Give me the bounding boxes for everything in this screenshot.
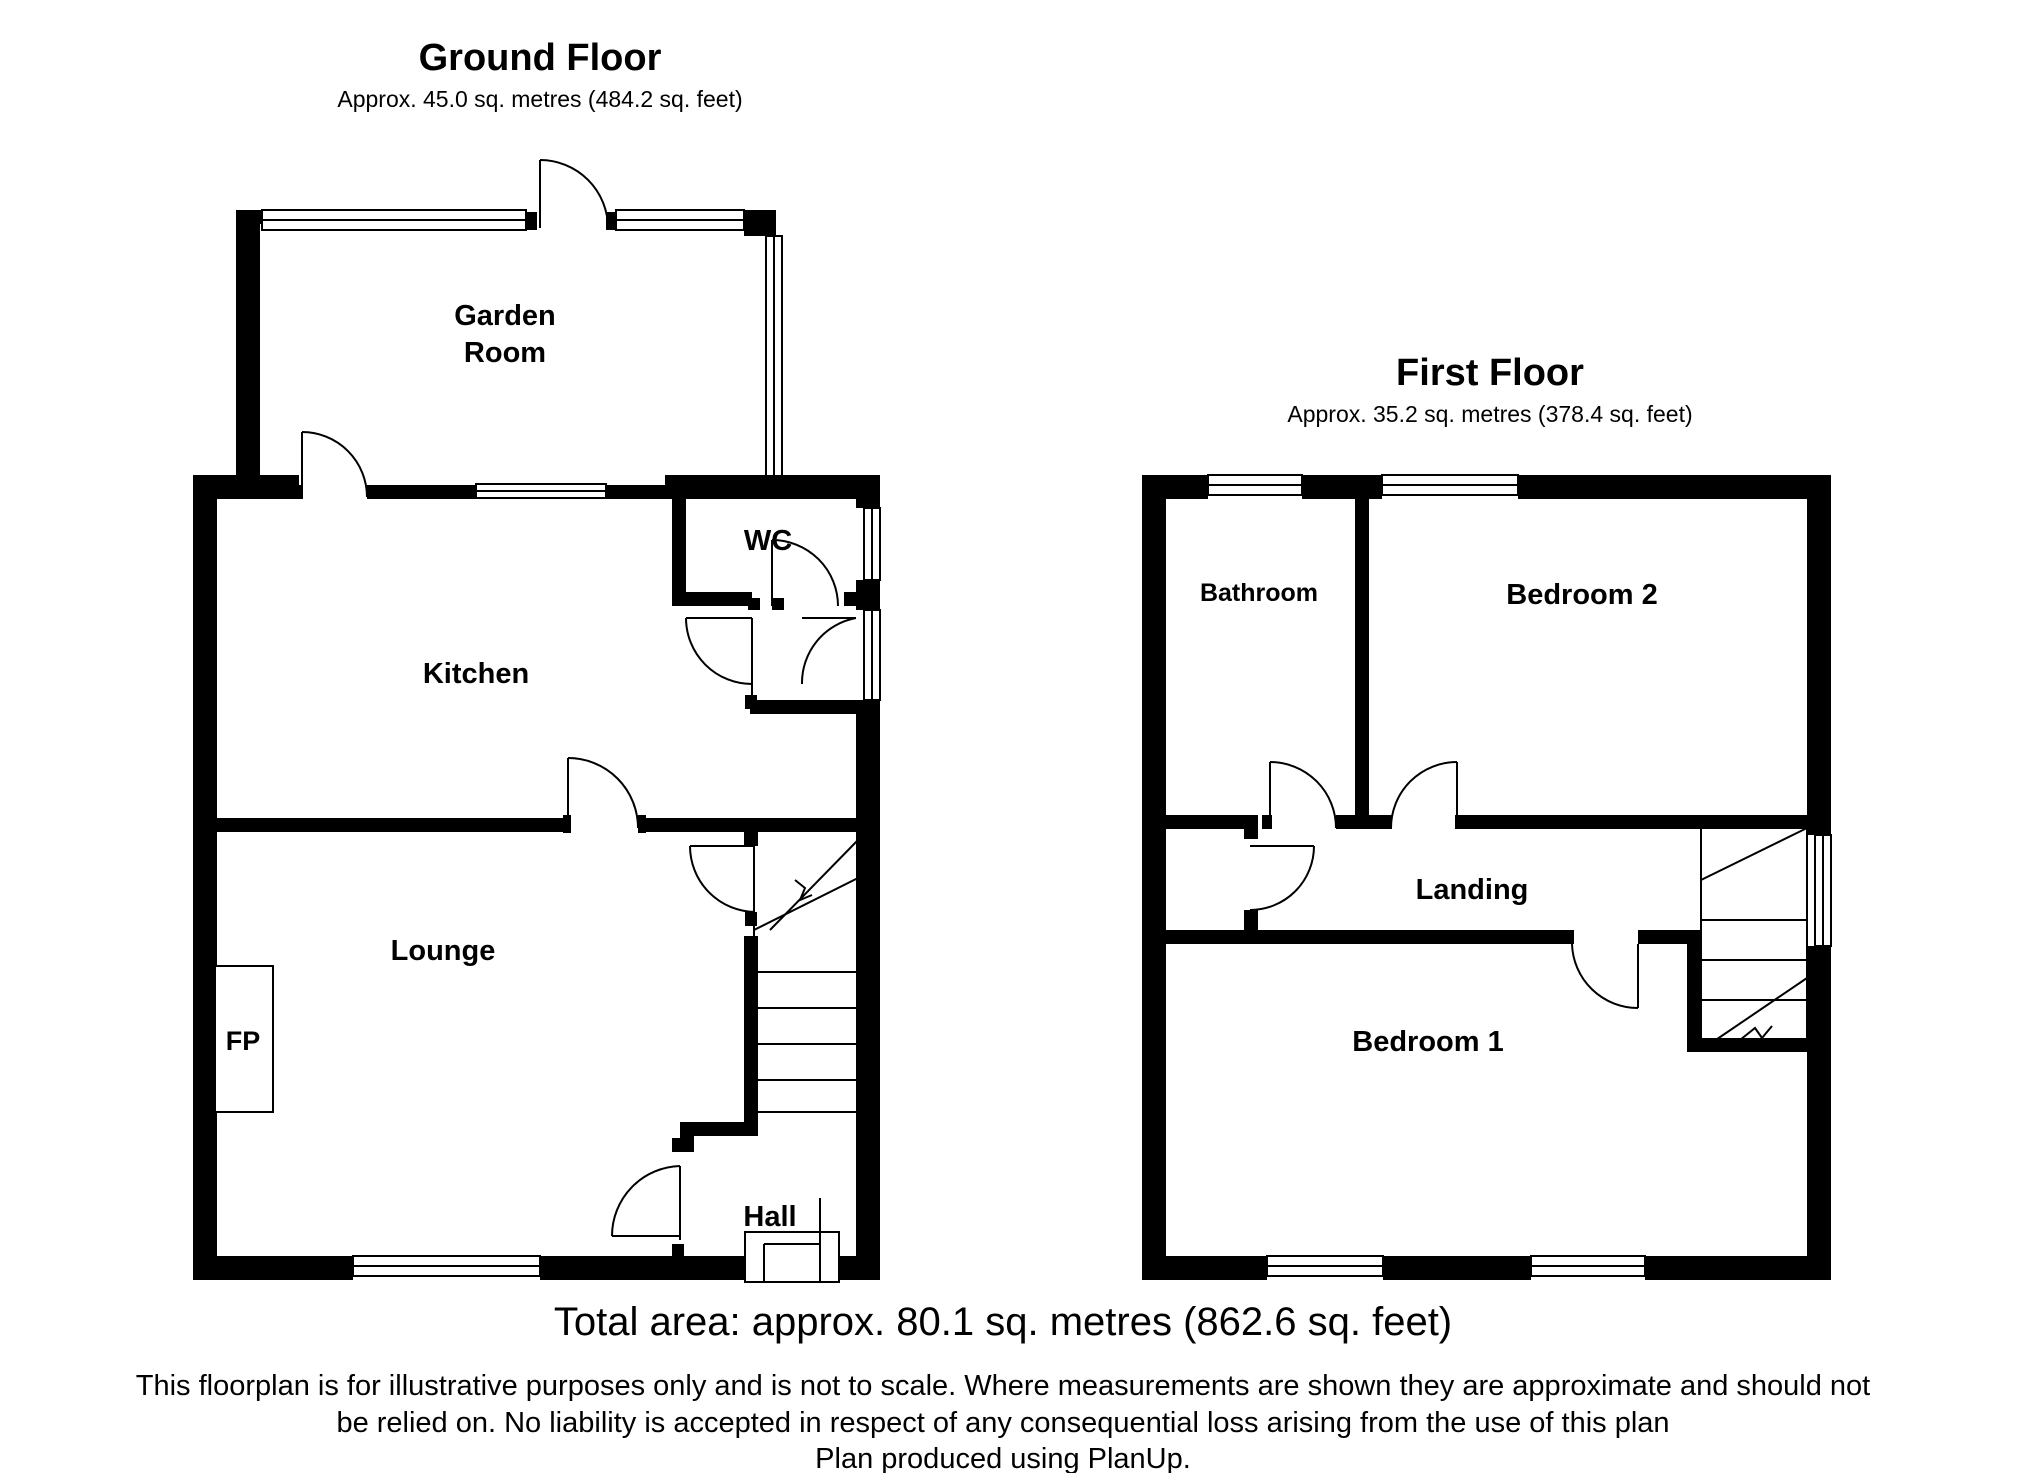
wall (750, 700, 856, 714)
hall-label: Hall (743, 1201, 796, 1233)
window (863, 507, 881, 581)
garden-room-label: Garden (454, 300, 556, 332)
wall (605, 485, 665, 499)
wall (1807, 475, 1831, 835)
landing-label: Landing (1416, 874, 1529, 906)
wall (1518, 475, 1831, 499)
wall (1142, 475, 1208, 499)
window (261, 209, 527, 231)
wall (1142, 475, 1166, 1280)
wall (744, 936, 758, 1136)
bathroom-label: Bathroom (1200, 579, 1318, 607)
wall (744, 210, 776, 236)
window (1381, 474, 1519, 496)
door (1244, 845, 1315, 934)
first-floor-area: Approx. 35.2 sq. metres (378.4 sq. feet) (1287, 401, 1692, 427)
door (685, 617, 757, 709)
staircase (753, 829, 859, 1113)
wall (1350, 815, 1380, 829)
door (527, 159, 616, 230)
wall (1142, 1256, 1267, 1280)
door (1262, 761, 1350, 829)
wall (672, 1138, 686, 1152)
wall (838, 1256, 880, 1280)
wall (856, 475, 880, 508)
door (1380, 761, 1465, 829)
ground-floor-plan: Garden Room Kitchen WC Lounge FP Hall (193, 159, 881, 1283)
window (765, 235, 783, 477)
wall (193, 475, 217, 1280)
wall (672, 497, 686, 605)
window (352, 1255, 541, 1277)
door (1564, 930, 1648, 1009)
wall (680, 1122, 758, 1136)
wall (236, 210, 260, 480)
disclaimer-line-3: Plan produced using PlanUp. (815, 1443, 1191, 1473)
bedroom-2-label: Bedroom 2 (1506, 579, 1657, 611)
ground-floor-area: Approx. 45.0 sq. metres (484.2 sq. feet) (337, 86, 742, 112)
door (295, 431, 377, 499)
disclaimer-line-1: This floorplan is for illustrative purpo… (136, 1370, 1870, 1402)
first-floor-title: First Floor (1396, 352, 1584, 394)
garden-room-label-line2: Room (464, 337, 546, 369)
disclaimer-line-2: be relied on. No liability is accepted i… (336, 1407, 1669, 1439)
window (863, 609, 881, 701)
total-area: Total area: approx. 80.1 sq. metres (862… (554, 1300, 1452, 1344)
lounge-label: Lounge (391, 935, 496, 967)
wall (1302, 475, 1382, 499)
door (748, 539, 839, 610)
door (800, 617, 857, 685)
wall (215, 818, 565, 832)
door (563, 757, 646, 833)
wall (1645, 1256, 1831, 1280)
first-floor-plan: Bathroom Bedroom 2 Landing Bedroom 1 (1142, 474, 1832, 1280)
window (1266, 1255, 1384, 1277)
wall (1383, 1256, 1531, 1280)
fireplace (214, 965, 274, 1113)
wall (645, 818, 860, 832)
wc-label: WC (744, 525, 792, 557)
window (1207, 474, 1303, 496)
wall (193, 475, 299, 499)
wall (540, 1256, 745, 1280)
door (611, 1165, 684, 1256)
wall (1687, 930, 1701, 1050)
wall (1164, 930, 1564, 944)
wall (1244, 815, 1258, 839)
wall (1463, 815, 1807, 829)
wall (1807, 946, 1831, 1280)
wall (376, 485, 476, 499)
wall (665, 475, 880, 499)
staircase (1700, 827, 1808, 1051)
wall (1164, 815, 1244, 829)
wall (856, 580, 880, 610)
fireplace-label: FP (226, 1026, 261, 1056)
door (744, 1198, 840, 1283)
wall (193, 1256, 353, 1280)
kitchen-label: Kitchen (423, 658, 529, 690)
wall (856, 700, 880, 1280)
bedroom-1-label: Bedroom 1 (1352, 1026, 1503, 1058)
wall (672, 592, 752, 606)
window (615, 209, 745, 231)
wall (1355, 497, 1369, 827)
door (689, 845, 757, 926)
window (1814, 834, 1832, 947)
wall (1687, 1038, 1807, 1052)
window (475, 483, 607, 499)
ground-floor-title: Ground Floor (419, 37, 662, 79)
wall (844, 592, 858, 606)
window (1530, 1255, 1646, 1277)
